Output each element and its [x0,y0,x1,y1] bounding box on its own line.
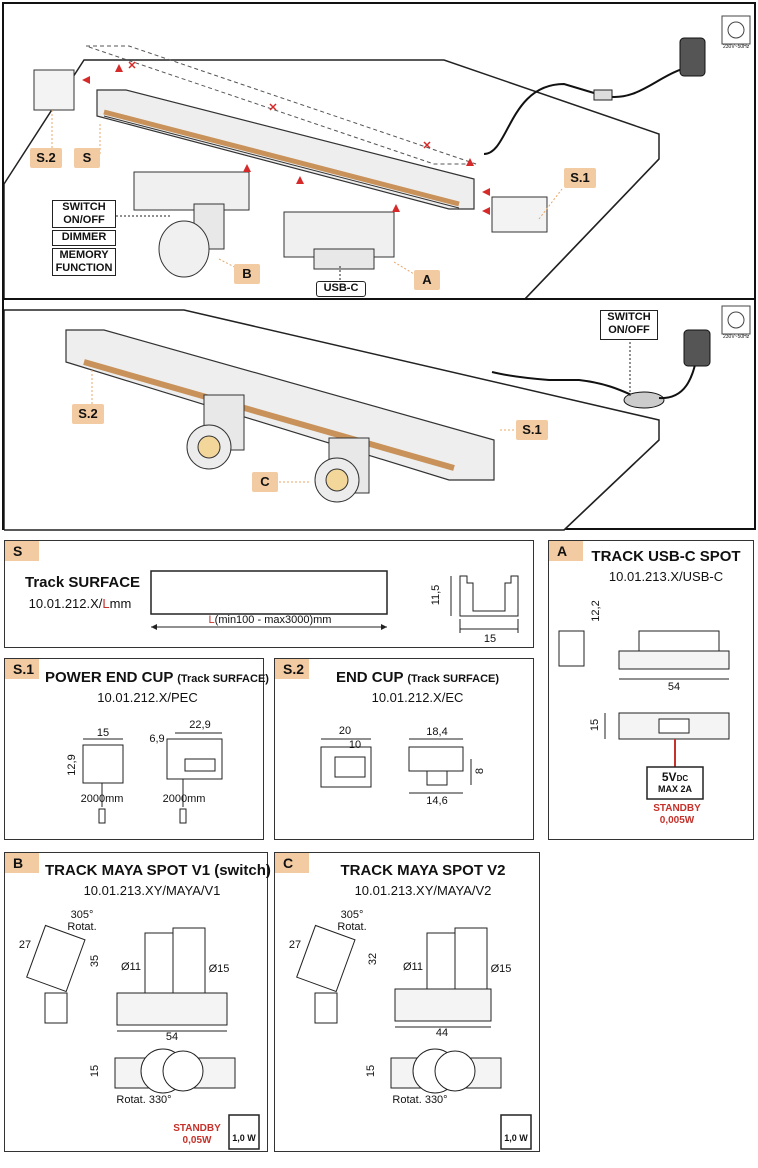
panel-s1-title: POWER END CUP (Track SURFACE) [45,669,269,686]
panel-b-rot-top: 305° [70,909,94,921]
panel-s2-dim-c: 18,4 [426,726,448,738]
panel-end-cup: S.2 END CUP (Track SURFACE) 10.01.212.X/… [274,658,534,840]
panel-a-code: 10.01.213.X/USB-C [608,569,724,584]
panel-track-usbc-spot: A TRACK USB-C SPOT 10.01.213.X/USB-C 12,… [548,540,754,840]
panel-s-drawing [150,570,519,633]
panel-power-end-cup: S.1 POWER END CUP (Track SURFACE) 10.01.… [4,658,269,840]
panel-c-tag: C [275,853,309,873]
label-b-top: B [234,264,260,284]
panel-c-code: 10.01.213.XY/MAYA/V2 [354,883,492,898]
usbc-box: USB-C [316,281,366,297]
label-s1-top: S.1 [564,168,596,188]
panel-b-dia-b: Ø15 [208,963,230,975]
panel-c-rot-top: 305° [340,909,364,921]
panel-c-dim-h: 32 [367,952,379,966]
panel-track-maya-spot-v1: B TRACK MAYA SPOT V1 (switch) 10.01.213.… [4,852,271,1152]
panel-s1-tag: S.1 [5,659,39,679]
switch-box-mid: SWITCH ON/OFF [600,310,658,340]
panel-b-standby: STANDBY [173,1123,221,1134]
dimmer-box: DIMMER [52,230,116,246]
label-s2-mid: S.2 [72,404,104,424]
memory-function-box: MEMORY FUNCTION [52,248,116,276]
panel-s1-drawing [82,732,223,824]
panel-b-tag: B [5,853,39,873]
panel-s1-cable1: 2000mm [80,793,124,805]
panel-s-tag: S [5,541,39,561]
panel-s2-dim-e: 14,6 [426,795,448,807]
panel-a-standby-value: 0,005W [659,815,695,826]
panel-b-dia-a: Ø11 [121,961,141,973]
panel-a-max: MAX 2A [657,784,692,794]
panel-a-dim-h: 12,2 [590,600,602,622]
panel-c-drawing [296,924,532,1150]
panel-s2-dim-a: 20 [338,725,352,737]
panel-b-watt: 1,0 W [232,1133,256,1143]
panel-s1-dim-w2: 22,9 [189,719,211,731]
panel-s2-drawing [320,738,472,794]
panel-s2-tag: S.2 [275,659,309,679]
panel-c-rot-bottom: Rotat. 330° [392,1094,448,1106]
panel-c-rot-top-label: Rotat. [337,921,367,933]
panel-track-surface: S Track SURFACE 10.01.212.X/Lmm L(min100… [4,540,534,648]
panel-b-rot-bottom: Rotat. 330° [116,1094,172,1106]
panel-s-dim-w: 15 [483,633,497,645]
label-s-top: S [74,148,100,168]
panel-s-length: L(min100 - max3000)mm [208,614,332,626]
panel-track-maya-spot-v2: C TRACK MAYA SPOT V2 10.01.213.XY/MAYA/V… [274,852,540,1152]
panel-b-rot-top-label: Rotat. [67,921,97,933]
label-c-mid: C [252,472,278,492]
panel-a-dim-d: 15 [589,718,601,732]
label-s1-mid: S.1 [516,420,548,440]
top-installation-diagram: S.2 S S.1 A B SWITCH ON/OFF DIMMER MEMOR… [2,2,756,301]
panel-b-standby-value: 0,05W [182,1135,212,1146]
panel-a-standby: STANDBY [653,803,701,814]
panel-c-dia-b: Ø15 [490,963,512,975]
panel-a-tag: A [549,541,583,561]
label-a-top: A [414,270,440,290]
mid-installation-diagram: S.2 S.1 C SWITCH ON/OFF 230V~50Hz [2,298,756,531]
mid-diagram-drawing [4,305,751,531]
panel-a-title: TRACK USB-C SPOT [591,548,741,565]
panel-c-dim-d: 15 [365,1064,377,1078]
panel-s2-code: 10.01.212.X/EC [371,690,464,705]
panel-s2-dim-d: 8 [474,767,486,775]
panel-b-code: 10.01.213.XY/MAYA/V1 [83,883,221,898]
panel-b-title: TRACK MAYA SPOT V1 (switch) [45,862,271,879]
panel-c-dia-a: Ø11 [403,961,423,973]
panel-b-drawing [26,924,260,1150]
panel-c-title: TRACK MAYA SPOT V2 [340,862,506,879]
panel-c-watt: 1,0 W [504,1133,528,1143]
panel-s-title: Track SURFACE [25,574,141,591]
top-diagram-drawing [4,15,751,301]
label-s2-top: S.2 [30,148,62,168]
panel-s2-dim-b: 10 [348,739,362,751]
panel-s-dim-h: 11,5 [430,584,442,606]
panel-b-dim-head: 27 [18,939,32,951]
panel-b-dim-w: 54 [165,1031,179,1043]
panel-s1-dim-d: 6,9 [149,733,165,745]
panel-b-dim-d: 15 [89,1064,101,1078]
plug-text-top: 230V~50Hz [723,44,750,50]
panel-s1-dim-h: 12,9 [66,754,78,776]
panel-c-dim-head: 27 [288,939,302,951]
panel-a-drawing [558,630,730,800]
panel-a-dim-w: 54 [667,681,681,693]
plug-text-mid: 230V~50Hz [723,334,750,340]
panel-b-dim-h: 35 [89,954,101,968]
panel-a-power: 5VDC [661,770,689,784]
panel-c-dim-w: 44 [435,1027,449,1039]
panel-s2-title: END CUP (Track SURFACE) [335,669,500,686]
panel-s1-cable2: 2000mm [162,793,206,805]
switch-onoff-box: SWITCH ON/OFF [52,200,116,228]
panel-s1-code: 10.01.212.X/PEC [97,690,198,705]
panel-s1-dim-w: 15 [96,727,110,739]
panel-s-code: 10.01.212.X/Lmm [28,596,132,611]
